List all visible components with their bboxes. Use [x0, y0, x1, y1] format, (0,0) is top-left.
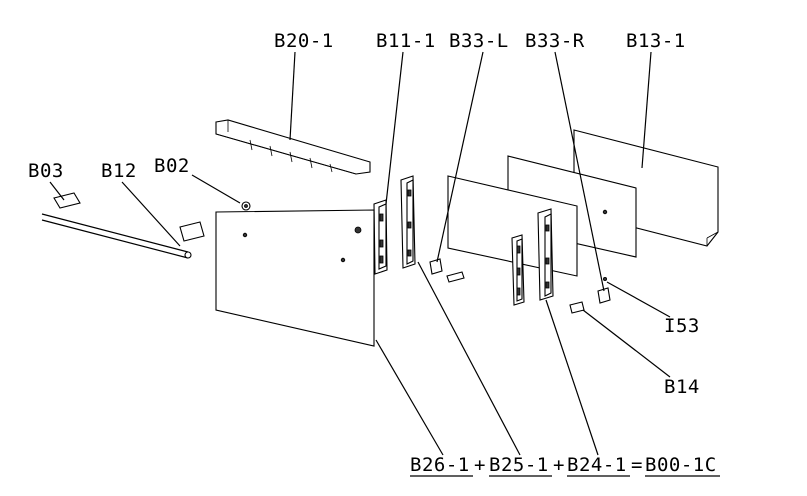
part-b12-rod [41, 213, 192, 259]
assembly-formula: B26-1 + B25-1 + B24-1 = B00-1C [410, 454, 720, 477]
part-b20-1-top-rail [215, 119, 371, 234]
label-b02: B02 [154, 155, 190, 177]
formula-b26-1: B26-1 [410, 454, 470, 476]
leader-lines [49, 51, 671, 456]
label-b13-1: B13-1 [626, 30, 686, 52]
part-door-hinge [373, 199, 388, 275]
label-i53: I53 [664, 315, 700, 337]
formula-result: B00-1C [645, 454, 717, 476]
part-b33-r-clip [597, 276, 611, 304]
part-b26-1-door-panel [215, 209, 375, 347]
label-b20-1: B20-1 [274, 30, 334, 52]
label-b03: B03 [28, 160, 64, 182]
part-b33-l-clip [429, 258, 465, 283]
formula-plus-2: + [553, 454, 565, 476]
part-b14 [569, 301, 585, 314]
part-b03-end-cap [53, 192, 205, 242]
label-b33-l: B33-L [449, 30, 509, 52]
formula-plus-1: + [474, 454, 486, 476]
part-b24-bracket [537, 208, 554, 301]
part-b25-bracket [511, 234, 525, 306]
formula-b24-1: B24-1 [567, 454, 627, 476]
part-b02-knob [241, 201, 251, 211]
part-b11-1-bracket [400, 175, 416, 269]
label-b33-r: B33-R [525, 30, 585, 52]
formula-equals: = [631, 454, 643, 476]
label-b14: B14 [664, 376, 700, 398]
label-b11-1: B11-1 [376, 30, 436, 52]
label-b12: B12 [101, 160, 137, 182]
formula-b25-1: B25-1 [489, 454, 549, 476]
